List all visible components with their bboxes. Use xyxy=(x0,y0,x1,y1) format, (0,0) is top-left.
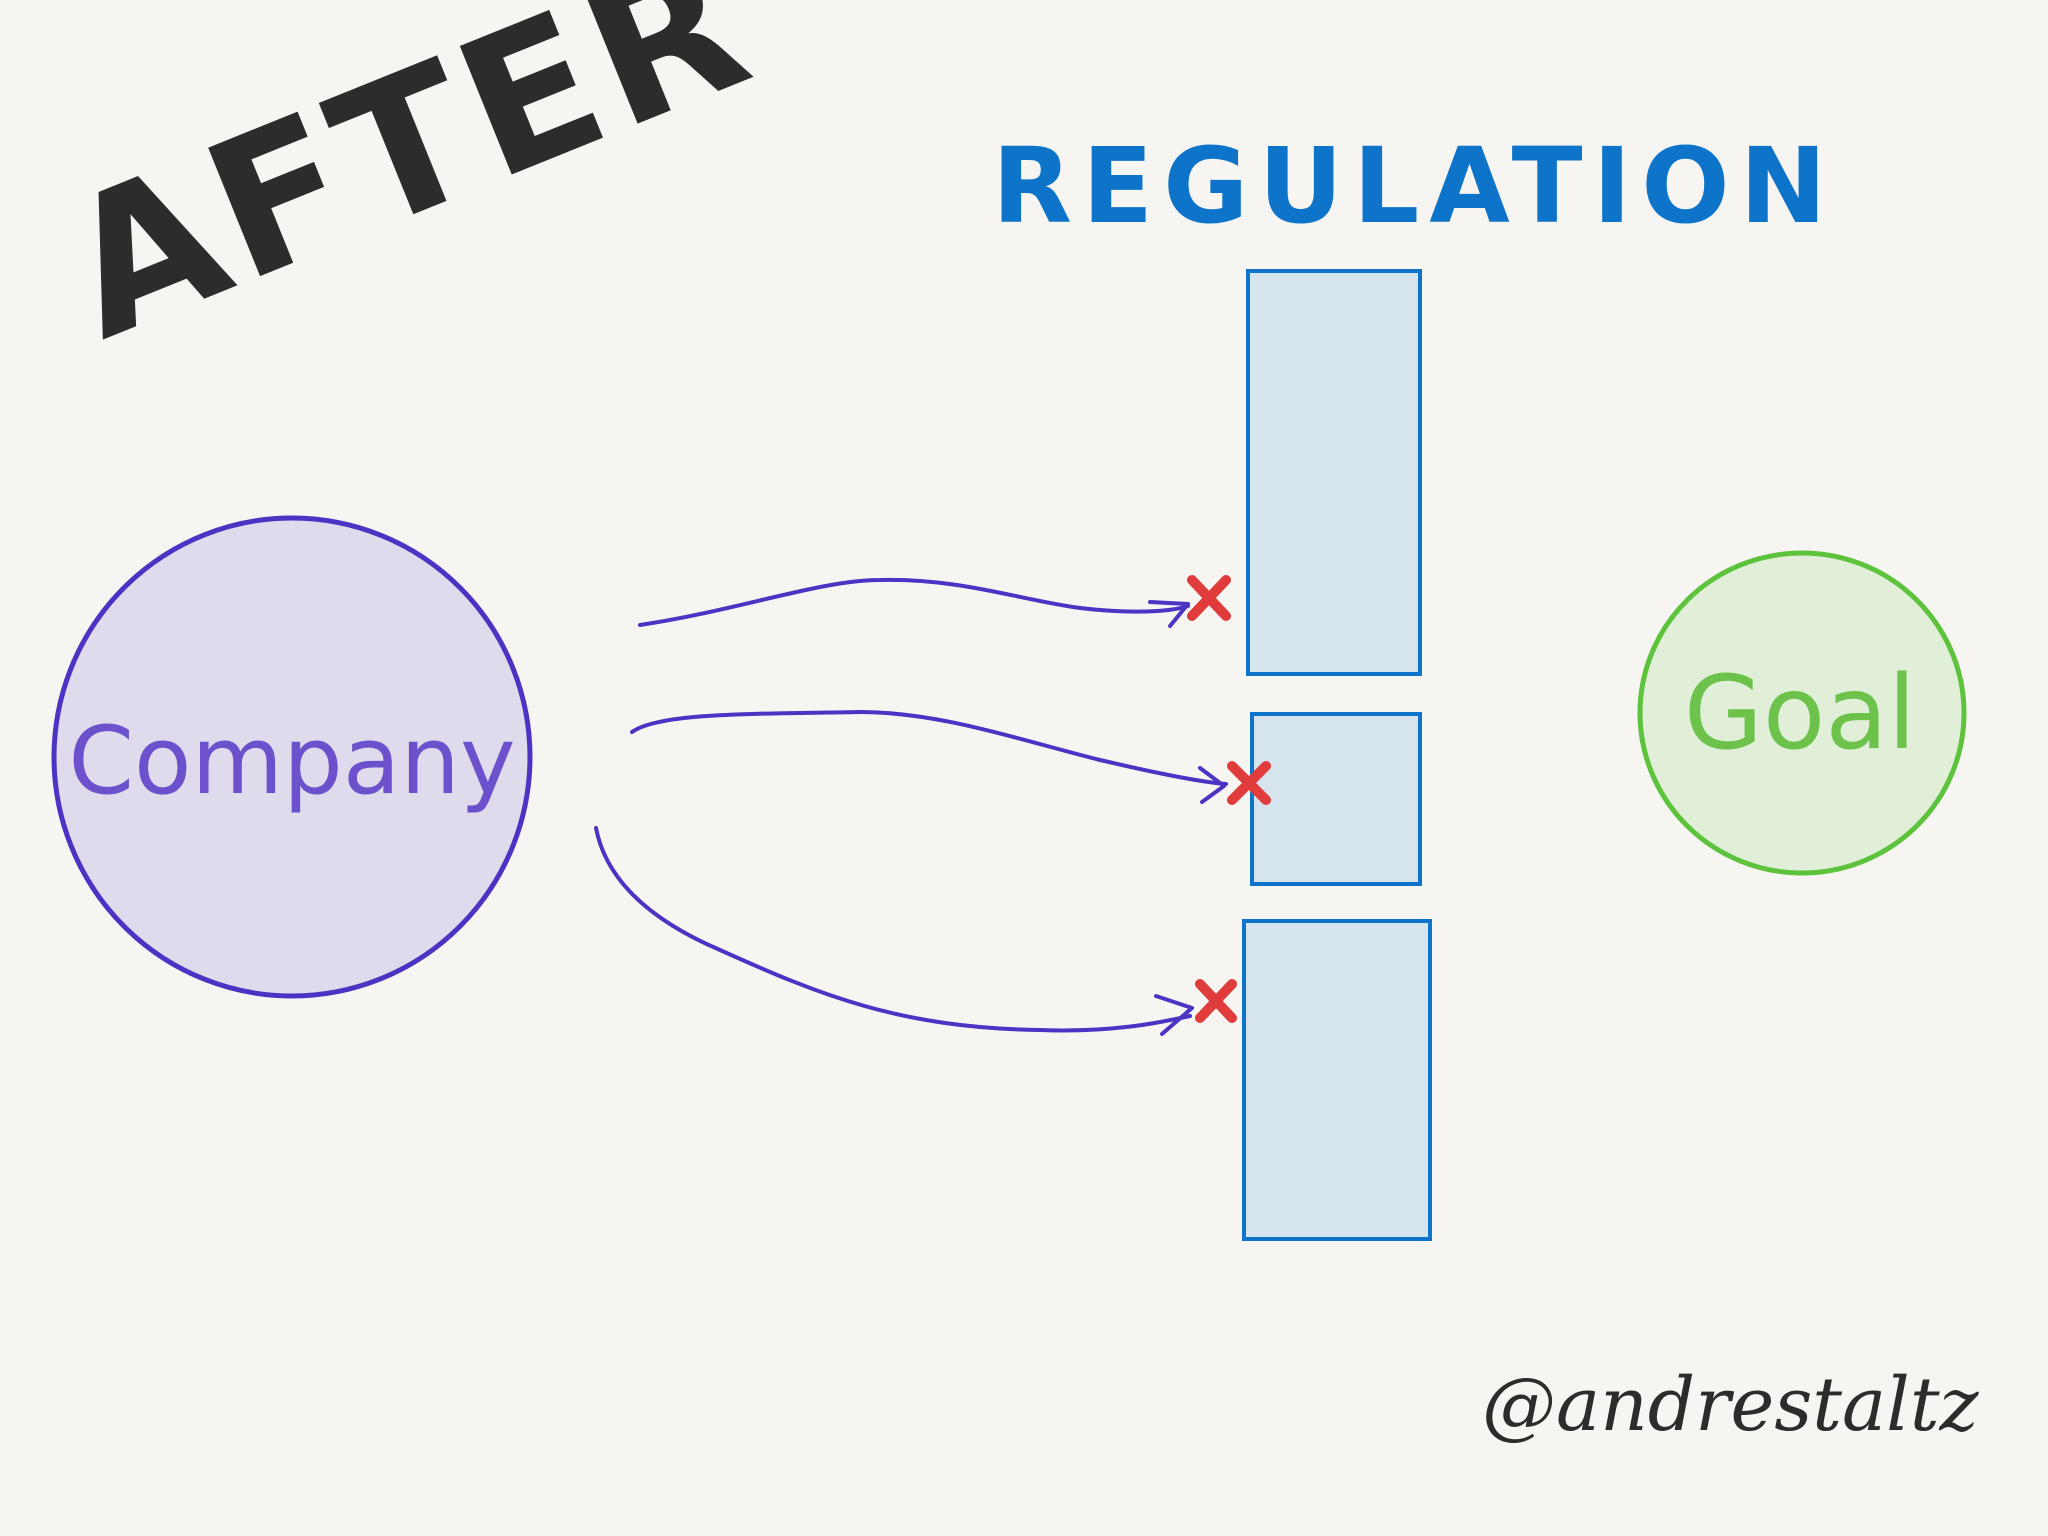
company-label: Company xyxy=(68,707,515,816)
arrow-head-1 xyxy=(1148,600,1190,628)
cross-icon xyxy=(1187,575,1231,621)
company-circle xyxy=(51,515,533,999)
flow-arrow-1 xyxy=(638,577,1190,627)
after-title: AFTER xyxy=(36,0,779,382)
regulation-block-3 xyxy=(1242,919,1432,1241)
goal-circle xyxy=(1637,550,1967,876)
cross-icon xyxy=(1195,979,1237,1023)
regulation-block-2 xyxy=(1250,712,1422,886)
arrow-head-2 xyxy=(1198,766,1226,804)
company-node: Company xyxy=(51,515,533,999)
block-marks xyxy=(1187,575,1271,1023)
goal-label: Goal xyxy=(1684,654,1916,773)
arrow-head-3 xyxy=(1154,994,1194,1036)
flow-arrows xyxy=(594,577,1228,1036)
cross-icon xyxy=(1227,761,1271,805)
regulation-title: REGULATION xyxy=(992,125,1837,247)
regulation-wall xyxy=(1242,269,1432,1241)
flow-arrow-3 xyxy=(594,826,1192,1033)
goal-node: Goal xyxy=(1637,550,1967,876)
flow-arrow-2 xyxy=(630,710,1228,786)
author-signature: @andrestaltz xyxy=(1482,1362,1980,1448)
regulation-block-1 xyxy=(1246,269,1422,676)
